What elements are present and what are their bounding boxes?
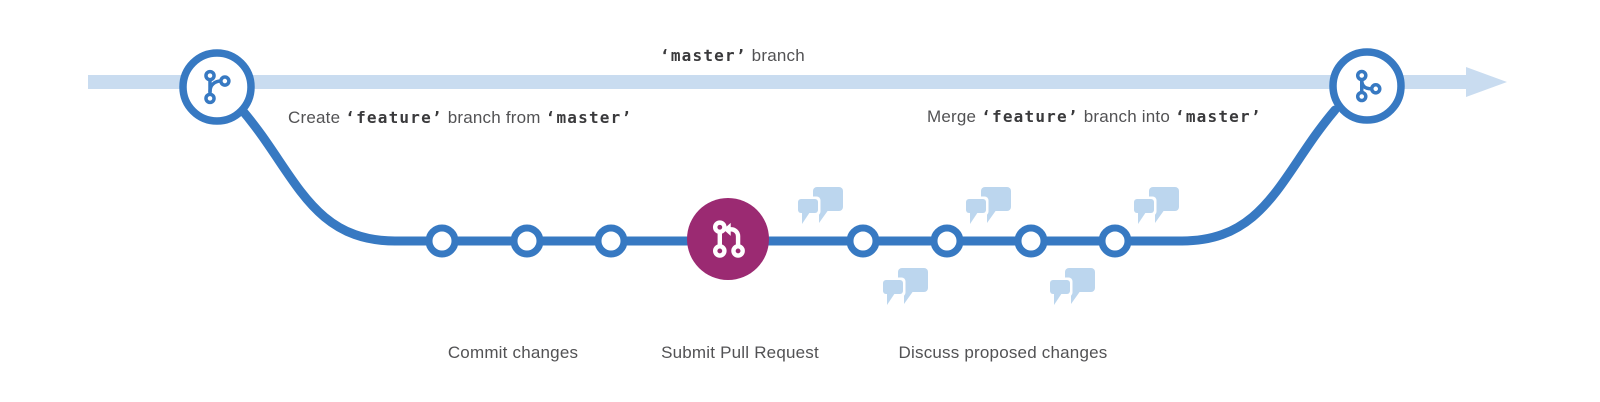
step-label-submit-pull-request: Submit Pull Request [661, 343, 819, 362]
merge-label-text-1: Merge [927, 107, 977, 126]
master-branch-label: ‘master’branch [655, 46, 805, 66]
master-branch-label-text: branch [751, 46, 805, 65]
master-branch-track [88, 75, 1468, 89]
branch-node-right-circle [1329, 48, 1405, 124]
commit-dots [425, 224, 1132, 258]
git-branch-icon [204, 69, 231, 105]
step-label-commit-changes: Commit changes [447, 343, 579, 362]
feature-branch-path [237, 105, 1340, 246]
branch-node-right [1329, 48, 1405, 124]
pull-request-icon [712, 220, 745, 258]
commit-dot [425, 224, 459, 258]
discussion-bubbles [795, 187, 1179, 309]
commit-dot [594, 224, 628, 258]
master-arrowhead-icon [1466, 67, 1507, 97]
merge-label-code-feature: ‘feature’ [981, 107, 1079, 126]
create-label-code-master: ‘master’ [545, 108, 633, 127]
chat-bubbles-icon [963, 187, 1011, 228]
commit-dot [510, 224, 544, 258]
chat-bubbles-icon [1047, 268, 1095, 309]
branch-node-left-circle [179, 49, 255, 125]
commit-dot [930, 224, 964, 258]
merge-label-text-2: branch into [1083, 107, 1170, 126]
master-branch-label-code: ‘master’ [660, 46, 747, 65]
chat-bubbles-icon [795, 187, 843, 228]
step-label-discuss-proposed-changes: Discuss proposed changes [898, 343, 1108, 362]
pull-request-node-circle [687, 198, 769, 280]
create-feature-branch-label: Create‘feature’branch from‘master’ [288, 108, 637, 128]
commit-dot [1014, 224, 1048, 258]
merge-label-code-master: ‘master’ [1175, 107, 1262, 126]
merge-feature-branch-label: Merge‘feature’branch into ‘master’ [927, 107, 1267, 127]
commit-dot [1098, 224, 1132, 258]
commit-dot [846, 224, 880, 258]
chat-bubbles-icon [1131, 187, 1179, 228]
create-label-text-1: Create [288, 108, 341, 127]
branch-node-left [179, 49, 255, 125]
create-label-code-feature: ‘feature’ [345, 108, 443, 127]
create-label-text-2: branch from [447, 108, 541, 127]
chat-bubbles-icon [880, 268, 928, 309]
pull-request-node [687, 198, 769, 280]
git-merge-icon [1355, 69, 1382, 103]
